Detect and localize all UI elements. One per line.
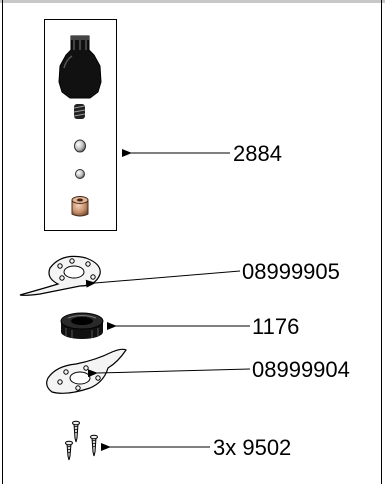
upper-blade-part xyxy=(19,255,101,296)
lower-blade-part xyxy=(46,348,127,394)
screws-part xyxy=(65,420,98,461)
spring-part xyxy=(73,104,86,119)
leader-line-08999904 xyxy=(87,368,251,378)
small-ball-part xyxy=(75,169,85,179)
left-border xyxy=(2,0,3,484)
large-ball-part xyxy=(74,139,86,153)
screw-2 xyxy=(72,420,80,443)
bushing-part xyxy=(71,196,89,217)
drive-cap-part xyxy=(58,35,102,99)
label-1176: 1176 xyxy=(252,314,300,339)
screw-3 xyxy=(90,434,98,457)
spacer-ring-part xyxy=(60,312,104,339)
right-border xyxy=(381,0,382,484)
label-9502: 3x 9502 xyxy=(213,435,292,460)
label-08999904: 08999904 xyxy=(252,357,350,382)
label-08999905: 08999905 xyxy=(242,259,340,284)
label-2884: 2884 xyxy=(233,141,282,166)
leader-line-08999905 xyxy=(85,270,241,288)
top-edge xyxy=(0,0,385,3)
assembly-box xyxy=(44,19,117,231)
screw-1 xyxy=(65,440,73,461)
